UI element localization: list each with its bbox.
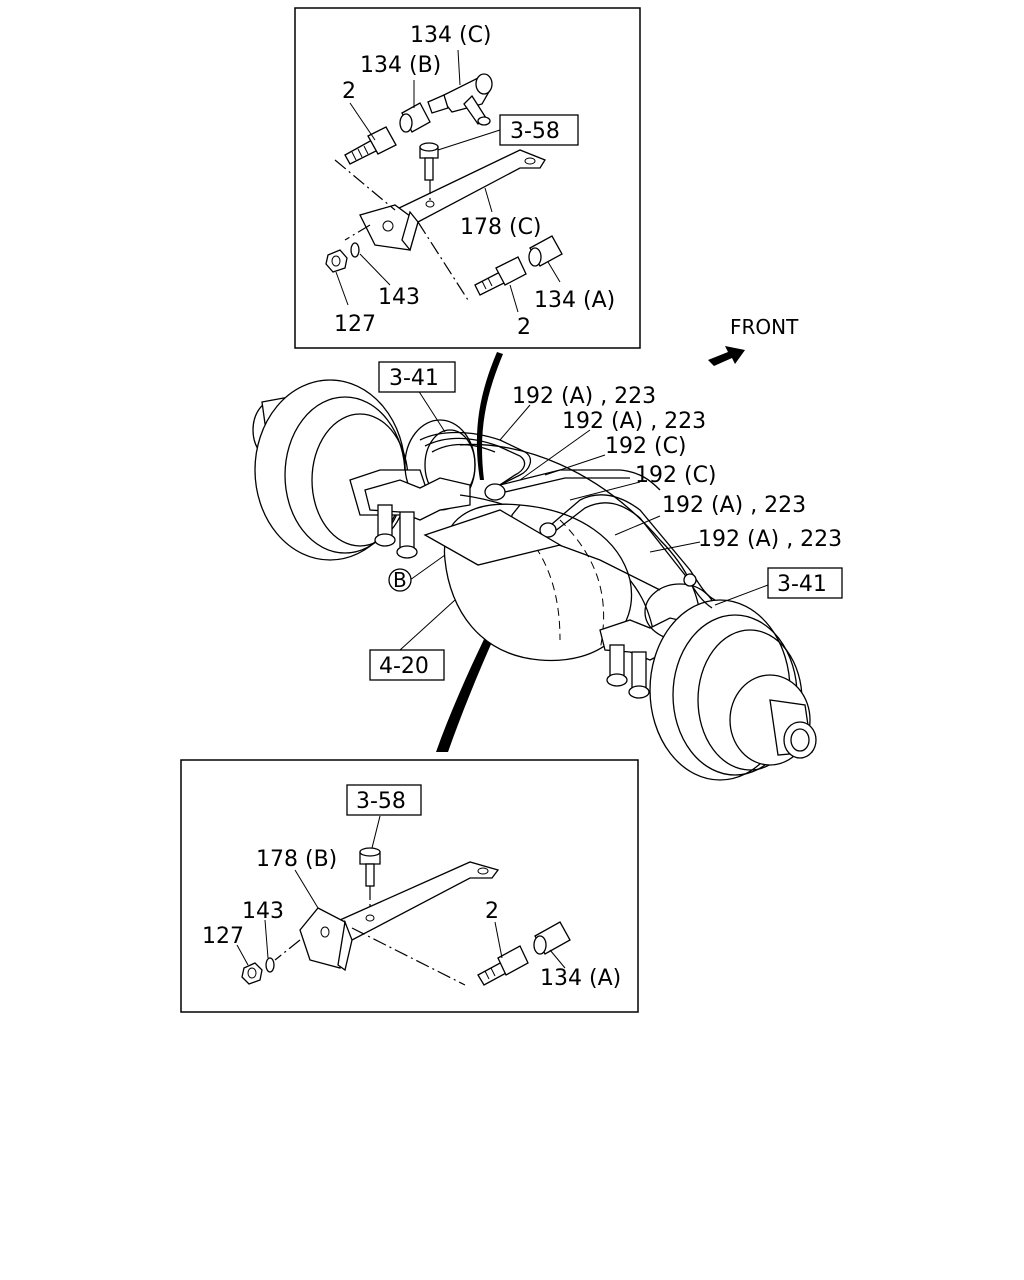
ref-box-358-top	[499, 114, 579, 146]
sleeve-134a-top	[528, 235, 563, 267]
ref-box-341-left	[378, 361, 456, 393]
label-134a-top: 134 (A)	[534, 288, 615, 313]
tee-fitting-134c	[427, 73, 493, 126]
ref-box-420	[369, 649, 445, 681]
label-ref-358-top: 3-58	[510, 119, 560, 144]
bracket-178c	[359, 149, 546, 252]
label-134c: 134 (C)	[410, 23, 492, 48]
label-ref-358-bottom: 3-58	[356, 789, 406, 814]
label-192a-223-4: 192 (A) , 223	[698, 527, 842, 552]
label-192a-223-2: 192 (A) , 223	[562, 409, 706, 434]
label-2-bottom: 2	[485, 899, 499, 924]
label-134a-bottom: 134 (A)	[540, 966, 621, 991]
front-arrow-icon	[708, 346, 745, 366]
centerline-washer	[344, 224, 371, 241]
label-134b: 134 (B)	[360, 53, 441, 78]
front-label: FRONT	[730, 315, 799, 339]
left-spring-seat	[364, 477, 471, 559]
zoom-pointer-top	[476, 352, 503, 480]
brake-pipes	[419, 431, 716, 609]
union-2-bottom	[477, 945, 529, 986]
right-wheel-hub	[644, 583, 817, 781]
ref-box-358-bottom	[346, 784, 422, 816]
main-leaders	[399, 389, 769, 651]
centerline-lower	[417, 221, 469, 301]
bracket-178b	[299, 861, 500, 972]
label-192c-2: 192 (C)	[635, 463, 717, 488]
label-2-lower: 2	[517, 315, 531, 340]
bolt-upper	[419, 142, 439, 181]
label-192c-1: 192 (C)	[605, 434, 687, 459]
label-178b: 178 (B)	[256, 847, 337, 872]
top-inset: 134 (C) 134 (B) 2 3-58 178 (C) 143 134 (…	[294, 7, 641, 349]
nut-127-bottom	[241, 962, 263, 985]
ref-box-341-right	[767, 567, 843, 599]
circle-b-marker	[388, 568, 412, 592]
label-143-top: 143	[378, 285, 420, 310]
bolt-lower	[359, 847, 381, 887]
axle-assembly	[252, 379, 817, 781]
label-192a-223-1: 192 (A) , 223	[512, 384, 656, 409]
front-indicator: FRONT	[708, 315, 799, 366]
label-2-upper: 2	[342, 79, 356, 104]
label-127-top: 127	[334, 312, 376, 337]
bottom-inset-frame	[180, 759, 639, 1013]
union-2-upper	[344, 126, 397, 165]
union-2-lower	[474, 256, 527, 296]
washer-143-bottom	[265, 957, 275, 973]
sleeve-134b	[399, 102, 431, 133]
label-ref-341-left: 3-41	[389, 366, 439, 391]
label-178c: 178 (C)	[460, 215, 542, 240]
bracket-b-plate	[423, 509, 562, 566]
label-143-bottom: 143	[242, 899, 284, 924]
centerline-upper	[334, 159, 396, 211]
label-ref-420: 4-20	[379, 654, 429, 679]
sleeve-134a-bottom	[533, 921, 571, 955]
label-circle-b: B	[393, 568, 407, 592]
bottom-inset: 3-58	[180, 759, 639, 1013]
label-192a-223-3: 192 (A) , 223	[662, 493, 806, 518]
washer-143-top	[350, 242, 360, 258]
label-127-bottom: 127	[202, 924, 244, 949]
top-inset-frame	[294, 7, 641, 349]
label-ref-341-right: 3-41	[777, 572, 827, 597]
nut-127-top	[325, 249, 348, 273]
